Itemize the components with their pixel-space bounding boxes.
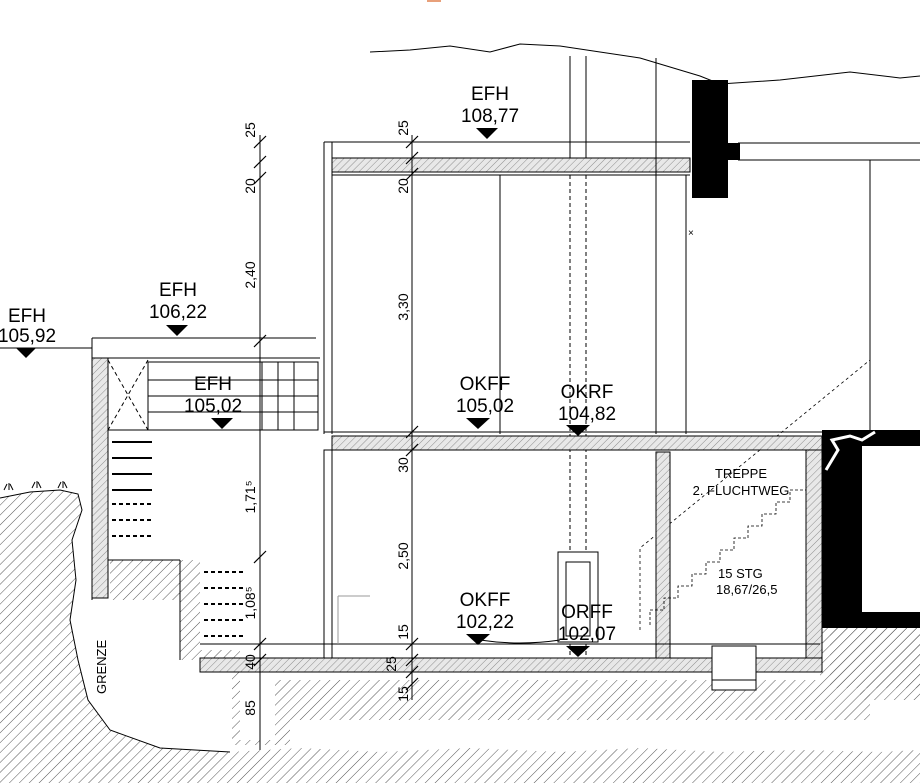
solid-wall-lower <box>822 430 920 628</box>
level-marker-icon <box>16 348 36 358</box>
soil-hatching <box>0 489 920 783</box>
level-name: EFH <box>8 306 46 327</box>
level-marker-icon <box>166 325 188 336</box>
cross-mark: × <box>688 228 694 239</box>
ground-floor-slab <box>331 435 823 451</box>
level-marker-icon <box>466 634 490 645</box>
dim-center-0: 25 <box>395 120 411 136</box>
level-name: EFH <box>471 84 509 105</box>
level-marker-icon <box>466 418 490 429</box>
level-marker-icon <box>566 425 590 436</box>
stair-label-line2: 2. FLUCHTWEG <box>693 483 790 498</box>
dim-left-3: 1,71⁵ <box>242 480 258 513</box>
solid-wall-upper <box>692 80 740 198</box>
level-okff-basement: OKFF 102,22 <box>456 590 514 645</box>
level-value: 105,92 <box>0 326 56 347</box>
dimension-texts-left: 25 20 2,40 1,71⁵ 1,08⁵ 40 85 <box>242 122 258 716</box>
stair-steps: 15 STG <box>718 566 763 581</box>
level-name: OKRF <box>561 382 614 403</box>
dim-center-1: 20 <box>395 178 411 194</box>
level-orff-basement: ORFF 102,07 <box>558 602 616 657</box>
level-name: ORFF <box>561 602 613 623</box>
stair-annotation: TREPPE 2. FLUCHTWEG 15 STG 18,67/26,5 <box>693 466 790 597</box>
grass-marks <box>3 481 68 491</box>
boundary-label: GRENZE <box>94 640 109 695</box>
dim-left-0: 25 <box>242 122 258 138</box>
level-name: OKFF <box>460 374 511 395</box>
level-okff-ground: OKFF 105,02 <box>456 374 514 429</box>
terrace-structure <box>91 337 320 660</box>
level-efh-lower-terrace: EFH 105,02 <box>184 374 242 429</box>
level-value: 105,02 <box>456 396 514 417</box>
stair-ratio: 18,67/26,5 <box>716 582 777 597</box>
level-name: EFH <box>159 280 197 301</box>
dim-center-2: 3,30 <box>395 293 411 320</box>
level-name: OKFF <box>460 590 511 611</box>
basement-structure <box>199 449 823 691</box>
level-efh-upper-terrace: EFH 106,22 <box>149 280 207 336</box>
level-value: 102,07 <box>558 624 616 645</box>
level-value: 108,77 <box>461 106 519 127</box>
terrain-line-top <box>369 43 920 85</box>
dim-left-4: 1,08⁵ <box>242 586 258 619</box>
dim-center-5: 15 <box>395 624 411 640</box>
stair-label-line1: TREPPE <box>715 466 767 481</box>
level-efh-outer: EFH 105,92 <box>0 306 92 358</box>
level-marker-icon <box>211 418 233 429</box>
dimension-lines <box>253 135 419 750</box>
upper-structure <box>323 56 920 434</box>
dim-center-7: 15 <box>395 686 411 702</box>
level-value: 104,82 <box>558 404 616 425</box>
dimension-texts-center: 25 20 3,30 30 2,50 15 25 15 <box>383 120 411 702</box>
dim-center-6: 25 <box>383 656 399 672</box>
level-value: 102,22 <box>456 612 514 633</box>
dim-left-6: 85 <box>242 700 258 716</box>
grating-marks <box>112 441 152 491</box>
dim-left-5: 40 <box>242 654 258 670</box>
chimney-dashed <box>569 175 587 660</box>
dim-center-4: 2,50 <box>395 542 411 569</box>
level-name: EFH <box>194 374 232 395</box>
dim-left-1: 20 <box>242 178 258 194</box>
level-value: 105,02 <box>184 396 242 417</box>
dim-center-3: 30 <box>395 457 411 473</box>
stair-line <box>649 489 806 625</box>
level-marker-icon <box>476 128 498 139</box>
dim-left-2: 2,40 <box>242 261 258 288</box>
level-efh-roof: EFH 108,77 <box>461 84 519 139</box>
accent-mark <box>427 0 441 2</box>
level-value: 106,22 <box>149 302 207 323</box>
level-marker-icon <box>566 646 590 657</box>
level-okrf-ground: OKRF 104,82 <box>558 382 616 436</box>
